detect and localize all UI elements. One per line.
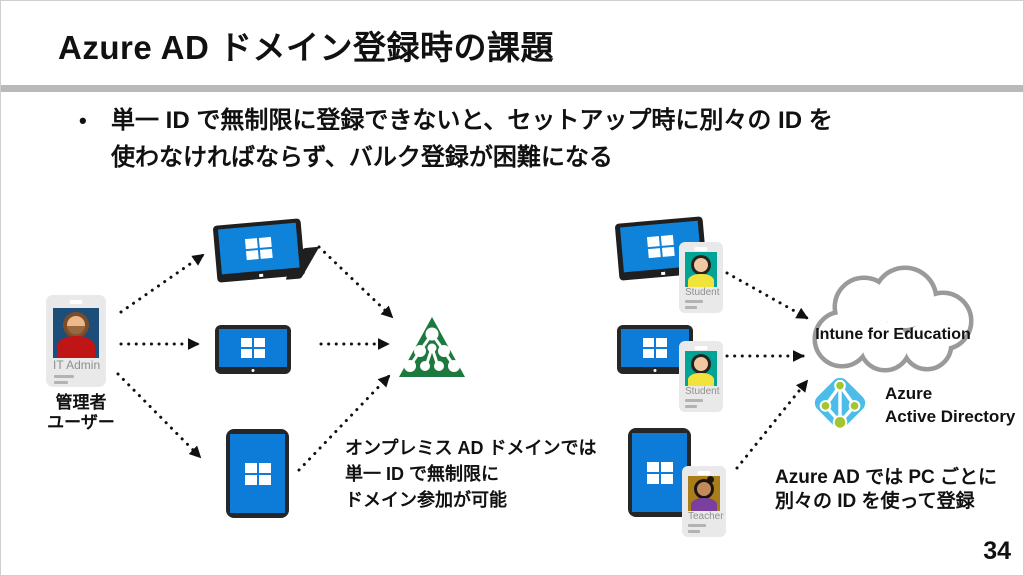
badge-text-bar	[685, 300, 703, 303]
tablet-screen	[230, 434, 285, 513]
teacher-id-badge: Teacher	[682, 466, 726, 537]
badge-slot	[697, 471, 711, 475]
it-admin-photo	[53, 308, 99, 358]
shirt	[691, 498, 717, 511]
onprem-note-line-3: ドメイン参加が可能	[345, 490, 507, 510]
arrow-student1-to-cloud	[725, 271, 809, 320]
face	[697, 482, 711, 496]
bullet-line-2: 使わなければならず、バルク登録が困難になる	[111, 144, 613, 171]
azure-ad-note-line-1: Azure AD では PC ごとに	[775, 467, 998, 488]
student-photo	[685, 351, 717, 386]
teacher-photo	[688, 476, 720, 511]
admin-caption: 管理者 ユーザー	[31, 393, 131, 433]
azure-ad-label-line-2: Active Directory	[885, 407, 1016, 426]
windows-logo-icon	[646, 461, 673, 484]
badge-text-bar	[685, 306, 697, 309]
windows-logo-icon	[244, 236, 273, 261]
azure-ad-note-line-2: 別々の ID を使って登録	[775, 491, 975, 512]
student-id-badge: Student	[679, 242, 723, 313]
badge-slot	[69, 300, 83, 304]
badge-name-label: Student	[685, 287, 720, 298]
azure-ad-icon	[814, 377, 866, 430]
badge-name-label: Student	[685, 386, 720, 397]
badge-slot	[694, 346, 708, 350]
it-admin-id-badge: IT Admin	[46, 295, 106, 387]
tablet-icon	[215, 325, 291, 374]
student-id-badge: Student	[679, 341, 723, 412]
badge-text-bar	[54, 375, 74, 378]
title-divider	[1, 85, 1023, 92]
bullet-line-1: 単一 ID で無制限に登録できないと、セットアップ時に別々の ID を	[111, 107, 833, 134]
admin-caption-line-1: 管理者	[55, 393, 107, 412]
onprem-note-line-1: オンプレミス AD ドメインでは	[345, 438, 597, 458]
badge-text-bar	[688, 530, 700, 533]
cloud-icon	[812, 265, 974, 373]
badge-name-label: IT Admin	[53, 358, 101, 372]
intune-cloud-label: Intune for Education	[815, 326, 971, 343]
badge-text-bar	[688, 524, 706, 527]
admin-caption-line-2: ユーザー	[47, 413, 115, 432]
windows-logo-icon	[244, 462, 271, 485]
tablet-frame	[212, 218, 306, 283]
shirt	[688, 373, 714, 386]
tablet-screen	[218, 222, 300, 275]
badge-text-bar	[685, 405, 697, 408]
page-title: Azure AD ドメイン登録時の課題	[58, 29, 554, 66]
bullet-marker: •	[79, 108, 87, 133]
arrow-teacher-to-aad	[735, 379, 809, 470]
onprem-ad-icon	[399, 317, 465, 377]
tablet-screen	[632, 433, 687, 512]
onprem-note-line-2: 単一 ID で無制限に	[345, 464, 500, 484]
beard	[67, 326, 85, 336]
shirt	[688, 274, 714, 287]
arrow-admin-to-surface	[119, 253, 205, 314]
azure-ad-label-line-1: Azure	[885, 384, 933, 403]
badge-text-bar	[54, 381, 68, 384]
student-photo	[685, 252, 717, 287]
badge-text-bar	[685, 399, 703, 402]
portrait-tablet-icon	[628, 428, 691, 517]
hair-bun	[707, 476, 714, 483]
azure-ad-note: Azure AD では PC ごとに 別々の ID を使って登録	[775, 466, 997, 514]
windows-logo-icon	[241, 338, 265, 358]
face	[694, 258, 708, 272]
bullet-point: • 単一 ID で無制限に登録できないと、セットアップ時に別々の ID を 使わ…	[79, 102, 833, 176]
tablet-screen	[621, 329, 689, 367]
arrow-surface-to-ad	[317, 245, 394, 319]
surface-tablet-icon	[212, 218, 320, 283]
tablet-screen	[219, 329, 287, 367]
windows-logo-icon	[643, 338, 667, 358]
windows-logo-icon	[646, 234, 675, 259]
badge-slot	[694, 247, 708, 251]
shirt	[57, 336, 95, 358]
face	[694, 357, 708, 371]
onprem-note: オンプレミス AD ドメインでは 単一 ID で無制限に ドメイン参加が可能	[345, 435, 596, 513]
azure-ad-label: Azure Active Directory	[885, 382, 1015, 428]
badge-name-label: Teacher	[688, 511, 724, 522]
portrait-tablet-icon	[226, 429, 289, 518]
page-number: 34	[983, 537, 1011, 565]
